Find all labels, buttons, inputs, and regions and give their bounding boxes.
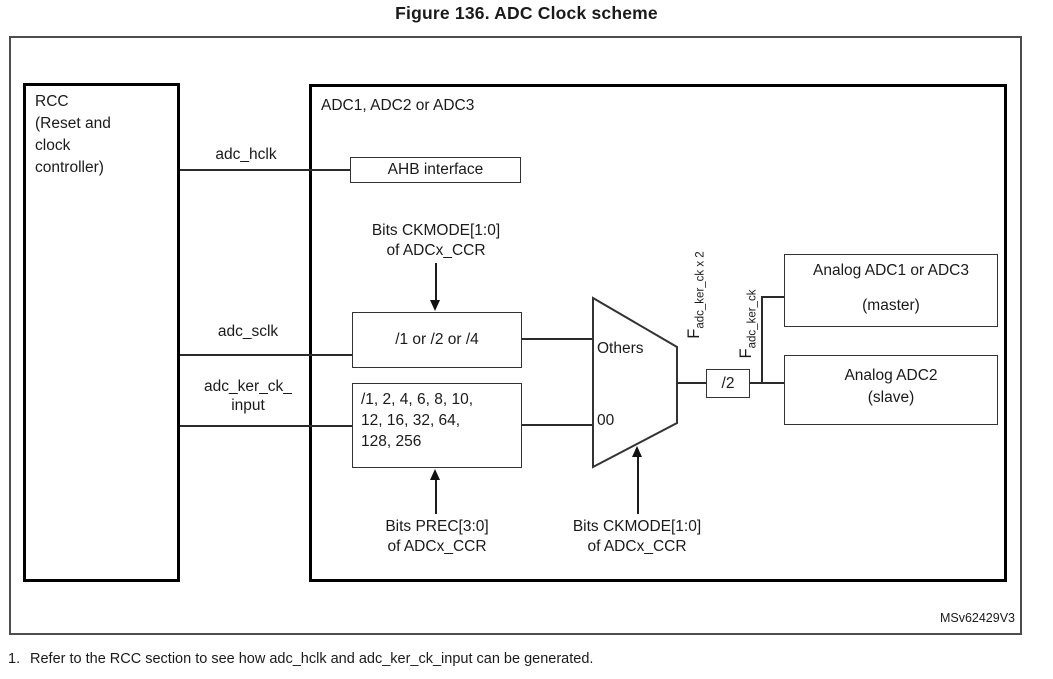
ckmode-top-annotation: Bits CKMODE[1:0] of ADCx_CCR <box>336 221 536 260</box>
rcc-block <box>23 83 180 582</box>
async-prescaler-line2: 12, 16, 32, 64, <box>361 412 461 429</box>
prec-arrow-shaft <box>435 479 437 514</box>
adc-ker-ck-input-label-line1: adc_ker_ck_ <box>204 378 292 395</box>
figure-title: Figure 136. ADC Clock scheme <box>395 3 658 23</box>
mux-input-others-label: Others <box>597 340 644 357</box>
ahb-interface-block: AHB interface <box>350 157 521 183</box>
freq-adc-ker-ck-label: Fadc_ker_ck <box>735 264 759 384</box>
async-prescaler-line1: /1, 2, 4, 6, 8, 10, <box>361 391 474 408</box>
footnote-text: Refer to the RCC section to see how adc_… <box>30 651 594 667</box>
adc-ker-ck-input-line <box>180 425 353 427</box>
freq-adc-ker-ck-x2-label: Fadc_ker_ck x 2 <box>683 235 707 355</box>
freq-symbol: F <box>737 348 755 359</box>
rcc-label-line4: controller) <box>35 159 104 176</box>
sync-to-mux-line <box>522 338 594 340</box>
adc-ker-ck-input-label: adc_ker_ck_ input <box>180 377 316 415</box>
ckmode-bottom-line2: of ADCx_CCR <box>587 537 687 555</box>
ckmode-top-arrow-shaft <box>435 263 437 302</box>
ckmode-bottom-arrow-shaft <box>637 455 639 514</box>
analog-adc-master-line2: (master) <box>862 297 920 314</box>
div2-label: /2 <box>721 374 735 392</box>
async-prescaler-block: /1, 2, 4, 6, 8, 10, 12, 16, 32, 64, 128,… <box>352 383 522 468</box>
analog-adc-slave-block: Analog ADC2 (slave) <box>784 355 998 425</box>
ckmode-top-line1: Bits CKMODE[1:0] <box>371 222 501 239</box>
figure-watermark: MSv62429V3 <box>939 611 1015 625</box>
prec-arrow-up-icon <box>430 469 440 480</box>
sync-prescaler-label: /1 or /2 or /4 <box>395 331 479 348</box>
freq-x2-subscript: adc_ker_ck x 2 <box>694 251 707 329</box>
ckmode-top-arrow-down-icon <box>430 300 440 311</box>
prec-line2: of ADCx_CCR <box>387 537 487 555</box>
adc-container-label: ADC1, ADC2 or ADC3 <box>321 97 475 114</box>
async-prescaler-line3: 128, 256 <box>361 433 422 450</box>
clock-mux <box>592 296 678 469</box>
adc-hclk-line <box>180 169 351 171</box>
freq-subscript: adc_ker_ck <box>746 289 759 349</box>
adc-sclk-label: adc_sclk <box>217 323 279 340</box>
prec-line1: Bits PREC[3:0] <box>385 518 489 535</box>
rcc-label-line3: clock <box>35 137 71 154</box>
branch-vertical-line <box>761 296 763 383</box>
rcc-block-label: RCC (Reset and clock controller) <box>35 91 175 179</box>
div2-to-slave-line <box>750 382 784 384</box>
rcc-label-line1: RCC <box>35 93 69 110</box>
mux-to-div2-line <box>677 382 707 384</box>
ckmode-bottom-annotation: Bits CKMODE[1:0] of ADCx_CCR <box>537 517 737 556</box>
footnote-number: 1. <box>8 651 21 667</box>
div2-block: /2 <box>706 369 750 398</box>
analog-adc-slave-line2: (slave) <box>867 389 915 406</box>
ahb-interface-label: AHB interface <box>387 161 484 178</box>
analog-adc-master-line1: Analog ADC1 or ADC3 <box>813 262 969 279</box>
ckmode-top-line2: of ADCx_CCR <box>386 241 486 259</box>
branch-to-master-line <box>761 296 784 298</box>
sync-prescaler-block: /1 or /2 or /4 <box>352 312 522 368</box>
mux-input-00-label: 00 <box>597 412 615 429</box>
async-prescaler-label: /1, 2, 4, 6, 8, 10, 12, 16, 32, 64, 128,… <box>361 389 473 452</box>
analog-adc-master-block: Analog ADC1 or ADC3 (master) <box>784 254 998 327</box>
adc-ker-ck-input-label-line2: input <box>231 397 265 414</box>
analog-adc-slave-line1: Analog ADC2 <box>844 367 938 384</box>
adc-hclk-label: adc_hclk <box>215 146 277 163</box>
ckmode-bottom-arrow-up-icon <box>632 446 642 457</box>
freq-x2-symbol: F <box>685 328 703 339</box>
adc-sclk-line <box>180 354 353 356</box>
async-to-mux-line <box>522 424 594 426</box>
prec-annotation: Bits PREC[3:0] of ADCx_CCR <box>337 517 537 556</box>
ckmode-bottom-line1: Bits CKMODE[1:0] <box>572 518 702 535</box>
rcc-label-line2: (Reset and <box>35 115 111 132</box>
